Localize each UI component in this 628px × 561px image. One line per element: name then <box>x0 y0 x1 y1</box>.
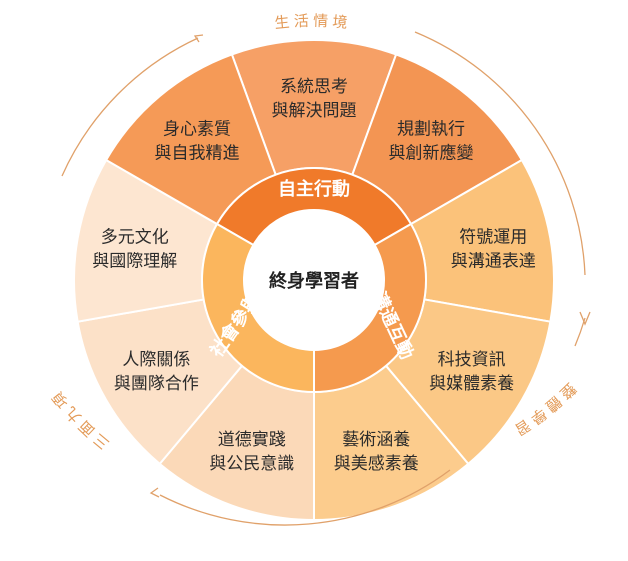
segment-3-line1: 符號運用 <box>459 227 527 247</box>
segment-4-line1: 科技資訊 <box>438 350 506 370</box>
segment-2-line2: 與創新應變 <box>388 143 473 164</box>
core-label-1: 自主行動 <box>278 178 350 200</box>
arrow-head-top <box>193 34 204 43</box>
segment-8-line2: 與國際理解 <box>92 251 177 271</box>
segment-3-line2: 與溝通表達 <box>451 251 536 271</box>
arrow-arc-bottom <box>159 469 451 526</box>
segment-9-line2: 與自我精進 <box>155 144 240 164</box>
segment-4-line2: 與媒體素養 <box>429 374 514 394</box>
segment-6-line1: 道德實踐 <box>218 430 286 450</box>
outer-segments: 系統思考與解決問題規劃執行與創新應變符號運用與溝通表達科技資訊與媒體素養藝術涵養… <box>73 39 555 522</box>
segment-8-line1: 多元文化 <box>101 227 169 247</box>
center-label: 終身學習者 <box>269 270 359 292</box>
center-circle <box>244 210 384 350</box>
segment-5-line2: 與美感素養 <box>334 454 419 474</box>
segment-2-line1: 規劃執行 <box>397 120 465 140</box>
segment-9-line1: 身心素質 <box>163 120 231 140</box>
outer-label-top: 生活情境 <box>274 12 353 32</box>
segment-5-line1: 藝術涵養 <box>342 430 410 450</box>
arrow-arc-right <box>574 317 586 347</box>
segment-7-line1: 人際關係 <box>122 350 190 370</box>
segment-1-line2: 與解決問題 <box>272 101 357 121</box>
segment-1-line1: 系統思考 <box>280 77 348 97</box>
segment-7-line2: 與團隊合作 <box>114 374 199 394</box>
segment-6-line2: 與公民意識 <box>209 454 294 474</box>
arrow-head-bottom <box>149 487 160 498</box>
arrow-head-right <box>579 311 591 326</box>
arrow-arc-top-right <box>414 31 586 276</box>
arrow-arc-top-left <box>61 37 199 177</box>
